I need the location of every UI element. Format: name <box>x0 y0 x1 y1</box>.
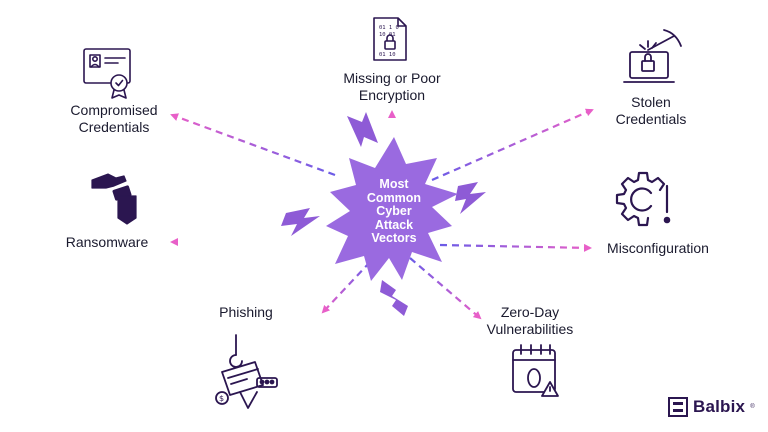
center-title-line: Common <box>366 190 422 205</box>
label-line: Phishing <box>219 304 273 320</box>
label-line: Vulnerabilities <box>486 321 574 337</box>
lightning-bolts <box>281 112 486 316</box>
certificate-badge-icon <box>83 48 131 99</box>
label-line: Misconfiguration <box>607 240 709 256</box>
label-compromised-credentials: Compromised Credentials <box>54 102 174 136</box>
center-title-line: Vectors <box>371 231 417 245</box>
label-stolen-credentials: Stolen Credentials <box>606 94 696 128</box>
label-line: Credentials <box>615 111 687 127</box>
gear-warning-icon <box>615 171 671 227</box>
center-title-line: Attack <box>374 217 414 232</box>
arrow-compromised-credentials <box>170 113 336 177</box>
lightning-bolt-icon <box>347 112 378 147</box>
label-line: Encryption <box>358 87 426 103</box>
center-title-line: Cyber <box>376 204 412 218</box>
balbix-logo-icon <box>668 397 688 417</box>
encrypted-document-icon: 01 1 0 10 01 01 10 <box>373 17 407 61</box>
svg-text:$: $ <box>219 394 224 403</box>
brand-name: Balbix <box>693 397 746 416</box>
svg-text:01 10: 01 10 <box>379 52 396 58</box>
label-misconfiguration: Misconfiguration <box>594 240 722 257</box>
arrow-stolen-credentials <box>431 108 594 182</box>
label-line: Ransomware <box>65 234 149 250</box>
arrow-phishing <box>321 261 371 314</box>
label-line: Credentials <box>78 119 150 135</box>
laptop-lock-pickaxe-icon <box>623 29 682 83</box>
svg-text:01 1 0: 01 1 0 <box>379 25 399 31</box>
calendar-zero-warning-icon <box>512 344 559 397</box>
label-phishing: Phishing <box>206 304 286 321</box>
svg-text:10 01: 10 01 <box>379 32 396 38</box>
center-starburst <box>326 137 458 281</box>
label-missing-poor-encryption: Missing or Poor Encryption <box>332 70 452 104</box>
label-line: Stolen <box>631 94 671 110</box>
lightning-bolt-icon <box>455 182 486 214</box>
brand-logo: Balbix ® <box>668 396 755 418</box>
label-zero-day-vulnerabilities: Zero-Day Vulnerabilities <box>475 304 585 338</box>
label-ransomware: Ransomware <box>52 234 162 251</box>
center-title-line: Most <box>379 177 409 191</box>
center-title: Most Common Cyber Attack Vectors <box>349 177 439 246</box>
brand-registered-mark: ® <box>750 404 755 410</box>
label-line: Zero-Day <box>500 304 560 320</box>
lightning-bolt-icon <box>380 280 408 316</box>
lightning-bolt-icon <box>281 208 320 236</box>
label-line: Missing or Poor <box>343 70 441 86</box>
arrow-misconfiguration <box>439 243 592 252</box>
label-line: Compromised <box>70 102 158 118</box>
hand-money-pocket-icon <box>91 173 137 225</box>
arrows <box>170 108 594 320</box>
fishing-hook-card-icon: $ <box>215 334 278 409</box>
arrow-zero-day <box>409 257 482 320</box>
